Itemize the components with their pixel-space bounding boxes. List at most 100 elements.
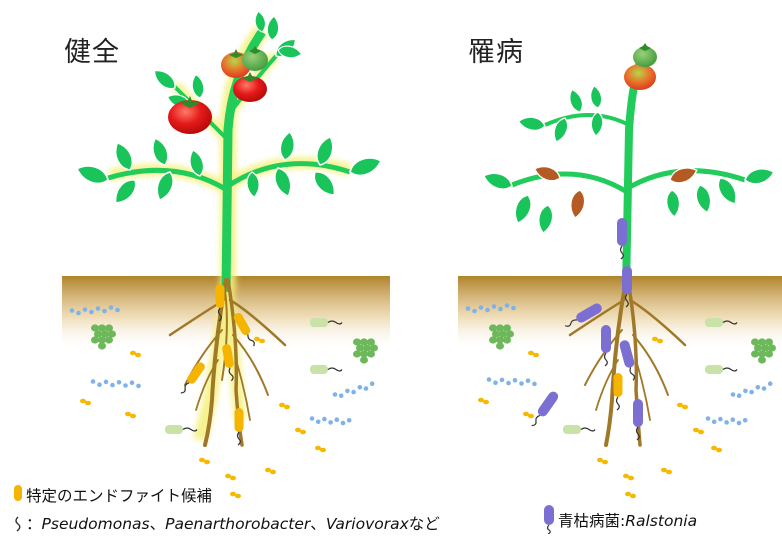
chain-coccus — [96, 306, 101, 311]
flagellum — [183, 428, 197, 431]
chain-coccus — [513, 378, 518, 383]
chain-coccus — [333, 392, 338, 397]
chain-coccus — [492, 304, 497, 309]
chain-coccus — [500, 378, 505, 383]
coccus — [533, 353, 539, 358]
cluster-cell — [105, 336, 113, 343]
rod-bacterium — [310, 318, 328, 327]
microbe-layer — [70, 218, 776, 498]
legend-pathogen: 青枯病菌:Ralstonia — [540, 504, 697, 534]
chain-coccus — [737, 393, 742, 398]
rod-bacterium — [563, 425, 581, 434]
cluster-cell — [503, 336, 511, 343]
coccus — [666, 470, 672, 475]
chain-coccus — [310, 416, 315, 421]
coccus — [602, 460, 608, 465]
chain-coccus — [316, 420, 321, 425]
chain-coccus — [731, 392, 736, 397]
chain-coccus — [485, 308, 490, 313]
tomato — [633, 43, 657, 67]
endophyte-label: 特定のエンドファイト候補 — [26, 487, 212, 505]
coccus — [698, 430, 704, 435]
genus-name: Paenarthorobacter — [165, 515, 310, 533]
chain-coccus — [532, 382, 537, 387]
coccus — [259, 339, 265, 344]
genus-name: Pseudomonas — [42, 515, 150, 533]
chain-coccus — [104, 380, 109, 385]
genera-prefix: ： — [26, 515, 42, 533]
cluster-cell — [751, 350, 759, 357]
pathogen-bacterium — [528, 390, 560, 429]
chain-coccus — [519, 381, 524, 386]
chain-coccus — [347, 418, 352, 423]
pathogen-genus: Ralstonia — [625, 512, 697, 530]
chain-coccus — [472, 309, 477, 314]
coccus — [135, 353, 141, 358]
healthy-plant — [74, 10, 383, 445]
plant-stem — [626, 62, 640, 290]
legend-endophyte: 特定のエンドファイト候補 — [10, 484, 212, 506]
coccus — [630, 494, 636, 499]
cluster-cell — [489, 336, 497, 343]
coccus — [528, 414, 534, 419]
chain-coccus — [339, 393, 344, 398]
rod-bacterium — [310, 365, 328, 374]
chain-coccus — [706, 416, 711, 421]
flagellum-icon — [10, 515, 26, 533]
chain-coccus — [731, 417, 736, 422]
coccus — [320, 448, 326, 453]
rod-bacterium — [705, 318, 723, 327]
rod-bacterium — [705, 365, 723, 374]
branch — [512, 174, 627, 192]
chain-coccus — [130, 380, 135, 385]
coccus — [682, 405, 688, 410]
chain-coccus — [749, 390, 754, 395]
chain-coccus — [335, 417, 340, 422]
chain-coccus — [328, 420, 333, 425]
chain-coccus — [83, 307, 88, 312]
cluster-cell — [98, 342, 106, 349]
chain-coccus — [526, 378, 531, 383]
genus-separator: 、 — [150, 515, 166, 533]
panel-title-diseased: 罹病 — [468, 30, 524, 69]
chain-coccus — [493, 380, 498, 385]
rod-bacterium — [165, 425, 183, 434]
chain-coccus — [487, 377, 492, 382]
chain-coccus — [97, 382, 102, 387]
coccus — [300, 430, 306, 435]
endophyte-icon — [10, 484, 26, 506]
cluster-cell — [758, 356, 766, 363]
coccus — [204, 460, 210, 465]
flagellum — [723, 368, 737, 371]
chain-coccus — [506, 381, 511, 386]
chain-coccus — [743, 389, 748, 394]
cluster-cell — [765, 350, 773, 357]
genus-separator: 、 — [310, 515, 326, 533]
chain-coccus — [466, 306, 471, 311]
coccus — [85, 401, 91, 406]
cluster-cell — [360, 356, 368, 363]
tomato — [624, 64, 656, 90]
coccus — [483, 400, 489, 405]
chain-coccus — [718, 417, 723, 422]
panel-title-healthy: 健全 — [64, 30, 120, 69]
pathogen-icon — [540, 504, 558, 534]
chain-coccus — [743, 418, 748, 423]
chain-coccus — [737, 421, 742, 426]
chain-coccus — [123, 383, 128, 388]
pathogen-label: 青枯病菌: — [558, 512, 625, 530]
coccus — [716, 448, 722, 453]
chain-coccus — [768, 381, 773, 386]
chain-coccus — [756, 385, 761, 390]
chain-coccus — [136, 384, 141, 389]
coccus — [235, 494, 241, 499]
chain-coccus — [712, 420, 717, 425]
coccus — [230, 476, 236, 481]
genus-name: Variovorax — [326, 515, 409, 533]
chain-coccus — [358, 385, 363, 390]
cluster-cell — [353, 350, 361, 357]
chain-coccus — [498, 307, 503, 312]
chain-coccus — [109, 305, 114, 310]
chain-coccus — [91, 379, 96, 384]
coccus — [657, 339, 663, 344]
